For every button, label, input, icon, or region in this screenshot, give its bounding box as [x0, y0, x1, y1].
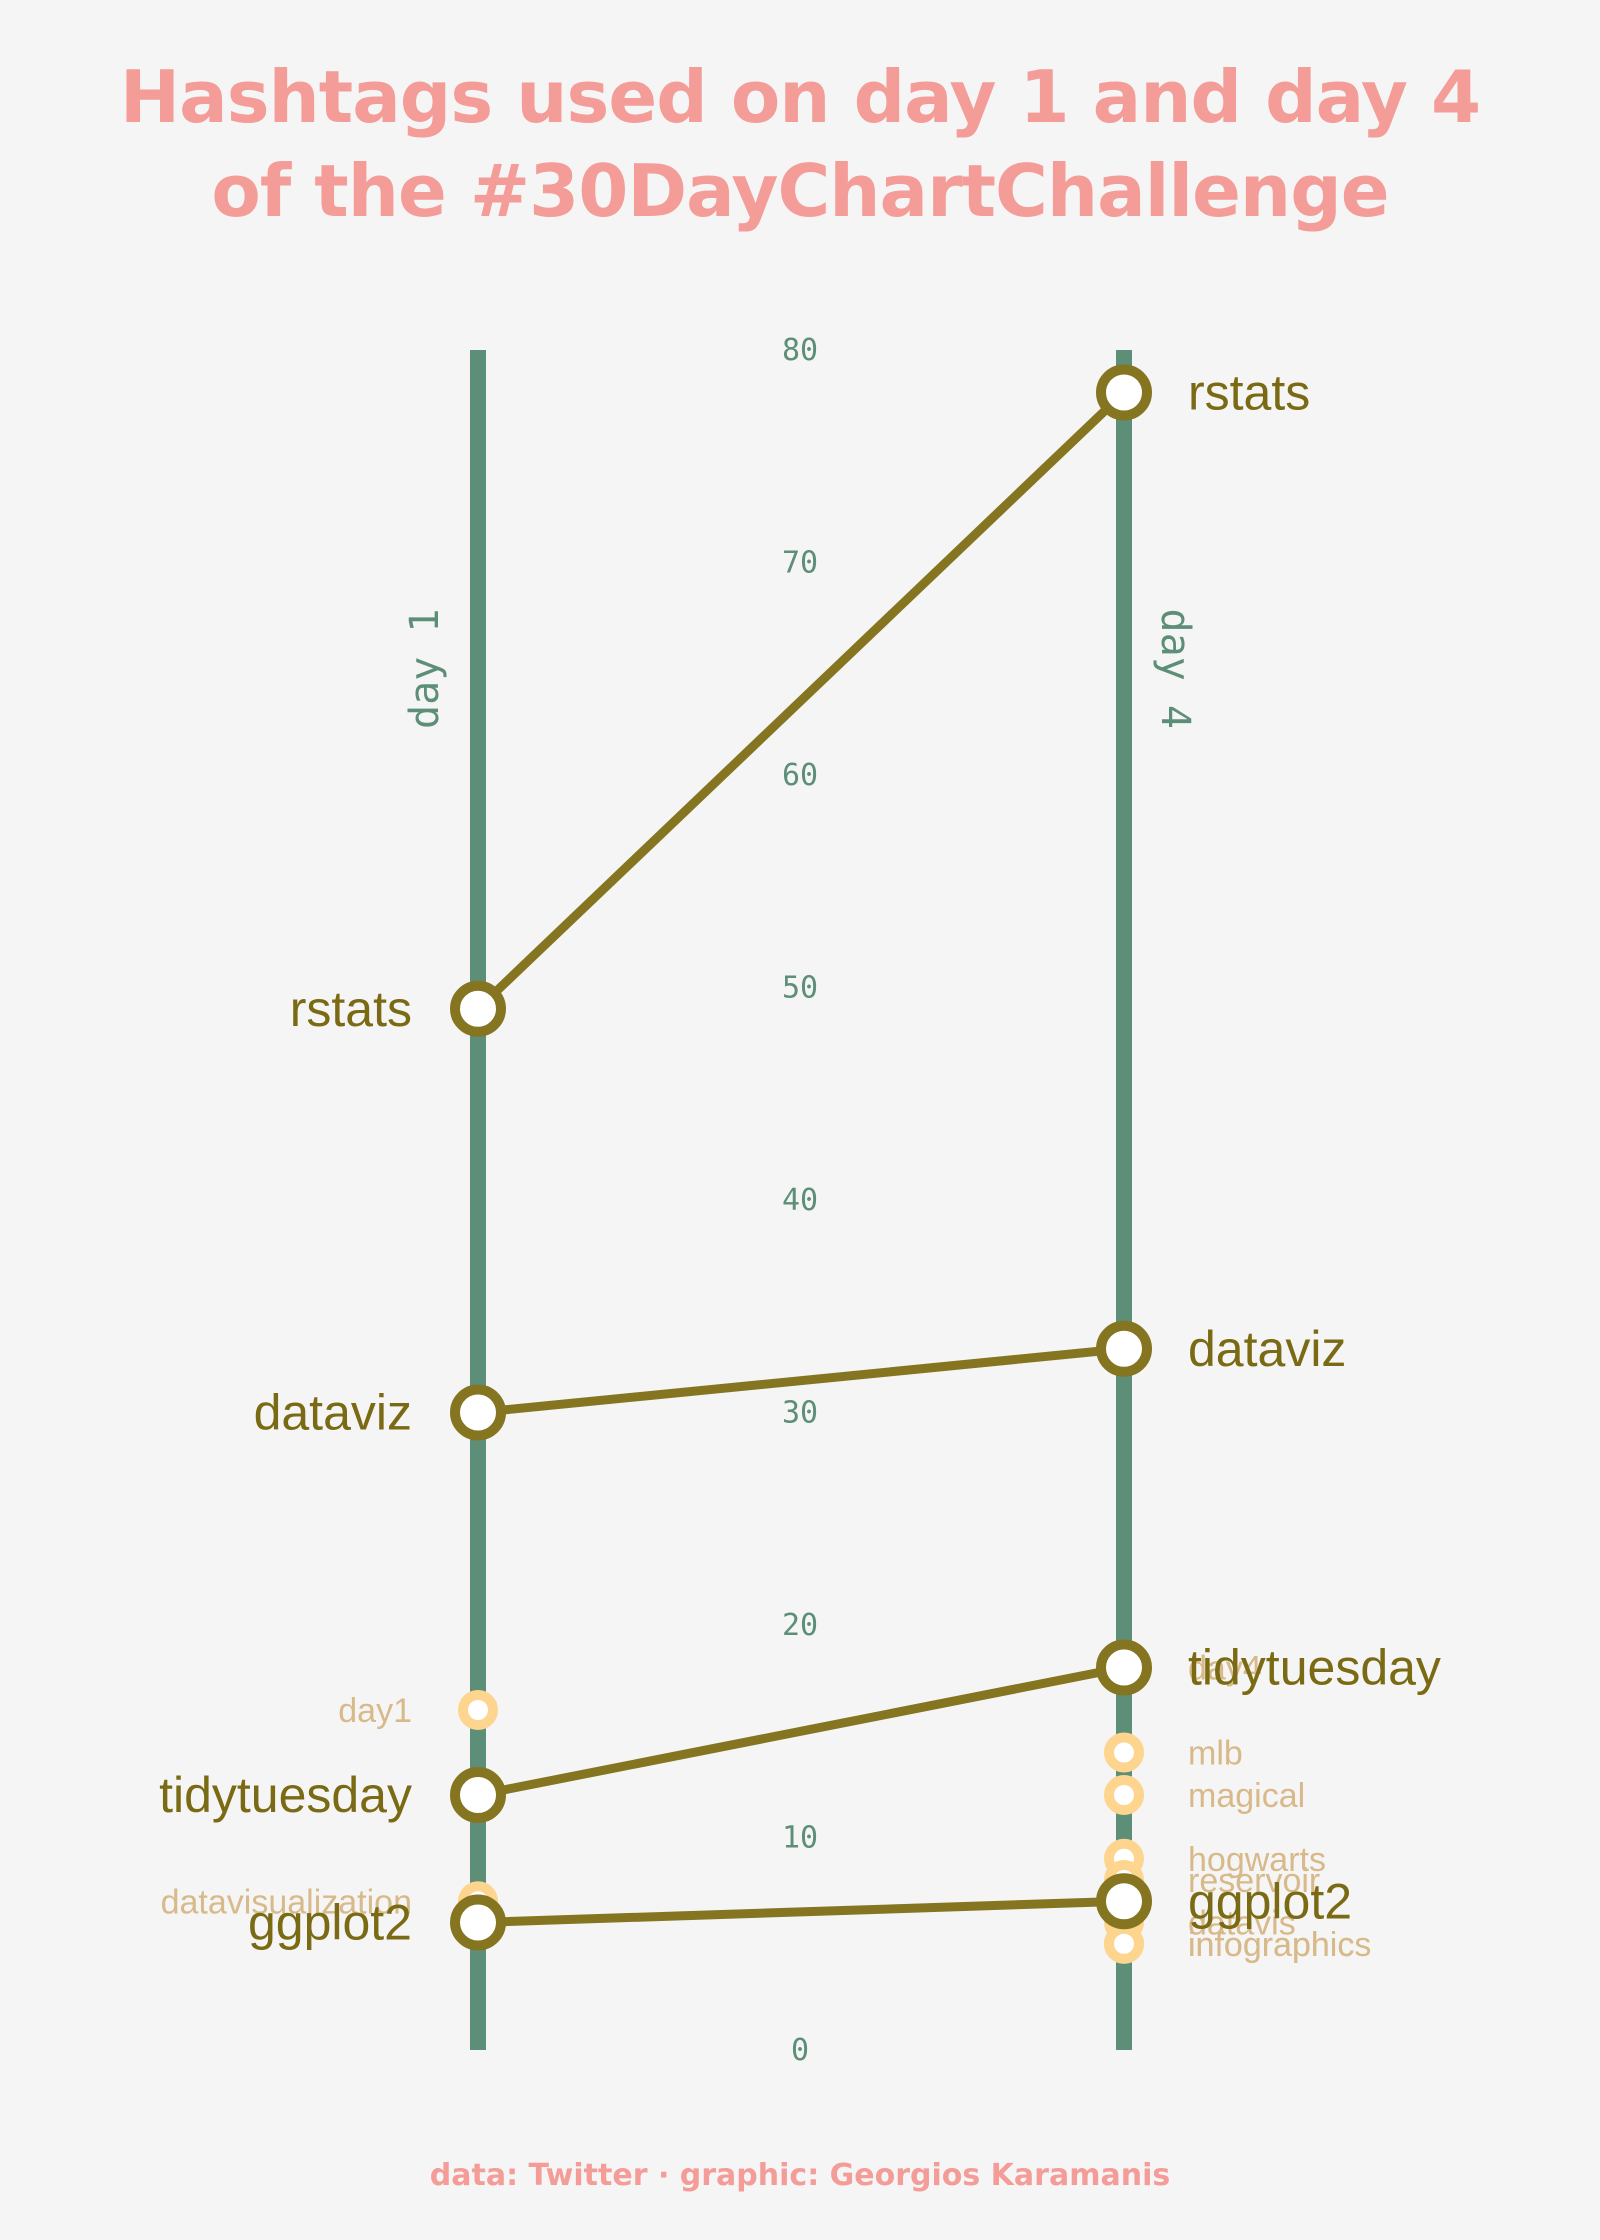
- slope-line-tidytuesday: [473, 1663, 1129, 1800]
- y-tick-label: 20: [782, 1608, 818, 1643]
- label-day4-tidytuesday: tidytuesday: [1188, 1640, 1441, 1696]
- axis-title-day-4: day 4: [1152, 609, 1198, 729]
- y-tick-label: 10: [782, 1821, 818, 1856]
- y-tick-label: 40: [782, 1183, 818, 1218]
- chart-caption: data: Twitter · graphic: Georgios Karama…: [429, 2158, 1171, 2193]
- chart-title: Hashtags used on day 1 and day 4 of the …: [0, 50, 1600, 238]
- axis-title-day-1: day 1: [402, 609, 448, 729]
- label-day4-rstats: rstats: [1188, 365, 1310, 421]
- slope-line-dataviz: [473, 1344, 1129, 1417]
- minor-label-day1-day1: day1: [338, 1692, 412, 1730]
- minor-label-day4-datavis: datavis: [1188, 1905, 1296, 1943]
- label-day1-tidytuesday: tidytuesday: [159, 1767, 412, 1823]
- chart-title-line-2: of the #30DayChartChallenge: [211, 149, 1389, 233]
- minor-label-day1-datavisualization: datavisualization: [161, 1883, 412, 1921]
- minor-point-day4-infographics: [1104, 1923, 1144, 1964]
- minor-label-day4-hogwarts: hogwarts: [1188, 1841, 1326, 1879]
- label-day4-dataviz: dataviz: [1188, 1321, 1346, 1377]
- label-day1-dataviz: dataviz: [254, 1385, 412, 1441]
- y-tick-label: 50: [782, 971, 818, 1006]
- label-day1-ggplot2: ggplot2: [248, 1895, 412, 1951]
- minor-label-day4-day4: day4: [1188, 1650, 1262, 1688]
- y-tick-label: 0: [791, 2033, 809, 2068]
- minor-point-day4-magical: [1104, 1775, 1144, 1815]
- point-day4-ggplot2: [1096, 1873, 1152, 1930]
- point-day1-dataviz: [450, 1384, 506, 1441]
- minor-point-day1-day1: [458, 1690, 498, 1730]
- y-tick-label: 60: [782, 758, 818, 793]
- point-day4-rstats: [1096, 364, 1152, 421]
- label-day4-ggplot2: ggplot2: [1188, 1873, 1352, 1929]
- point-day1-ggplot2: [450, 1894, 506, 1951]
- slope-line-rstats: [473, 388, 1129, 1014]
- minor-label-day4-magical: magical: [1188, 1777, 1305, 1815]
- minor-label-day4-infographics: infographics: [1188, 1926, 1371, 1964]
- label-day1-rstats: rstats: [290, 981, 412, 1037]
- point-day4-dataviz: [1096, 1320, 1152, 1377]
- minor-label-day4-infographic: infographic: [1188, 1926, 1354, 1964]
- point-day4-tidytuesday: [1096, 1639, 1152, 1696]
- minor-point-day4-mlb: [1104, 1732, 1144, 1773]
- point-day1-rstats: [450, 980, 506, 1037]
- minor-label-day4-reservoir: reservoir: [1188, 1862, 1320, 1900]
- slope-line-ggplot2: [473, 1896, 1129, 1927]
- minor-label-day4-mlb: mlb: [1188, 1735, 1243, 1773]
- point-day1-tidytuesday: [450, 1767, 506, 1823]
- y-tick-label: 70: [782, 546, 818, 581]
- chart-title-line-1: Hashtags used on day 1 and day 4: [119, 55, 1481, 139]
- y-tick-label: 30: [782, 1396, 818, 1431]
- y-tick-label: 80: [782, 333, 818, 368]
